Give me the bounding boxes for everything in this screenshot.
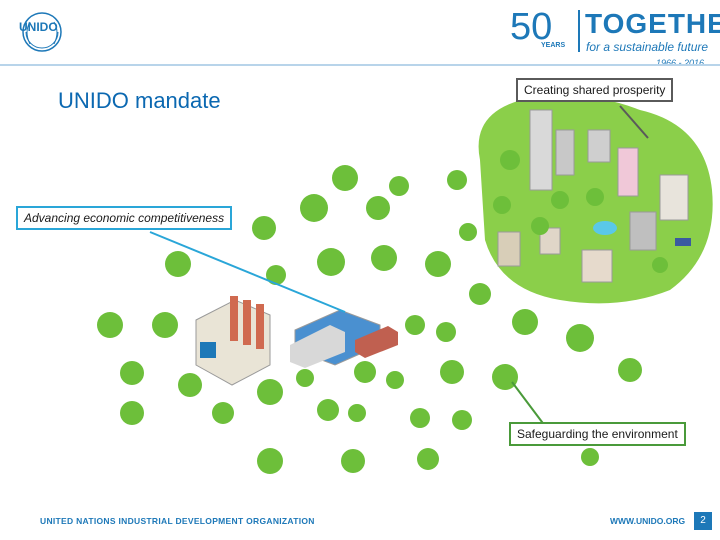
prosperity-pointer — [619, 105, 649, 139]
callout-shared-prosperity: Creating shared prosperity — [516, 78, 674, 102]
footer-website-link[interactable]: WWW.UNIDO.ORG — [610, 516, 686, 526]
mandate-illustration — [97, 95, 713, 474]
forest-trees — [97, 150, 668, 474]
footer-organization: UNITED NATIONS INDUSTRIAL DEVELOPMENT OR… — [40, 516, 315, 526]
page-number: 2 — [694, 512, 712, 530]
years-label: YEARS — [541, 42, 566, 49]
anniversary-number: 50 — [510, 6, 553, 48]
factory — [195, 296, 398, 386]
anniversary-subtitle: for a sustainable future — [586, 40, 709, 54]
divider — [578, 10, 580, 52]
competitiveness-pointer — [149, 231, 346, 313]
anniversary-title: TOGETHER — [585, 8, 720, 39]
anniversary-years: 1966 - 2016 — [656, 58, 705, 68]
un-emblem-icon — [22, 12, 62, 52]
slide-title: UNIDO mandate — [58, 88, 221, 113]
unido-logo — [14, 8, 70, 56]
callout-economic-competitiveness: Advancing economic competitiveness — [16, 206, 233, 230]
logo-text: UNIDO — [19, 20, 58, 34]
callout-safeguarding-environment: Safeguarding the environment — [509, 422, 686, 446]
city-buildings — [497, 109, 691, 283]
anniversary-50-badge: 50 — [510, 6, 552, 49]
header-divider — [0, 64, 720, 66]
environment-pointer — [511, 381, 546, 427]
